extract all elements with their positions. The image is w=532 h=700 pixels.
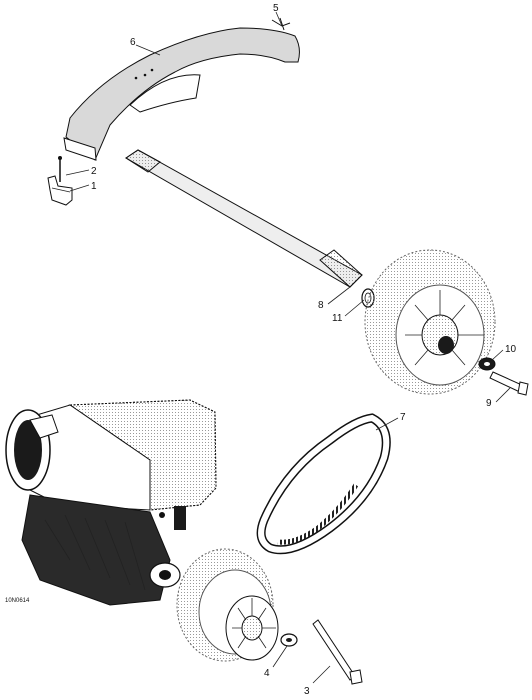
flat-washer-part-4 <box>280 633 298 647</box>
screw-part <box>58 156 62 182</box>
leader-lines <box>65 11 511 684</box>
callout-2: 2 <box>91 166 97 177</box>
drive-pulley-part <box>176 548 279 662</box>
drive-belt-part <box>256 413 391 555</box>
callout-6: 6 <box>130 37 136 48</box>
bolt-part-3 <box>312 619 363 685</box>
callout-11: 11 <box>332 313 343 324</box>
driven-pulley-part <box>364 249 496 395</box>
engine-assembly <box>5 399 217 606</box>
callout-8: 8 <box>318 300 324 311</box>
drawing-code: 10N0614 <box>5 598 30 604</box>
callout-5: 5 <box>273 3 279 14</box>
belt-guard-part <box>63 27 300 161</box>
callout-10: 10 <box>505 344 517 355</box>
callout-1: 1 <box>91 181 97 192</box>
callout-3: 3 <box>304 686 310 697</box>
callout-4: 4 <box>264 668 270 679</box>
driven-shaft-part <box>125 149 363 288</box>
callout-7: 7 <box>400 412 406 423</box>
callout-9: 9 <box>486 398 492 409</box>
bracket-part <box>47 175 73 206</box>
flat-washer-part <box>478 357 496 371</box>
bolt-part-9 <box>489 371 529 396</box>
